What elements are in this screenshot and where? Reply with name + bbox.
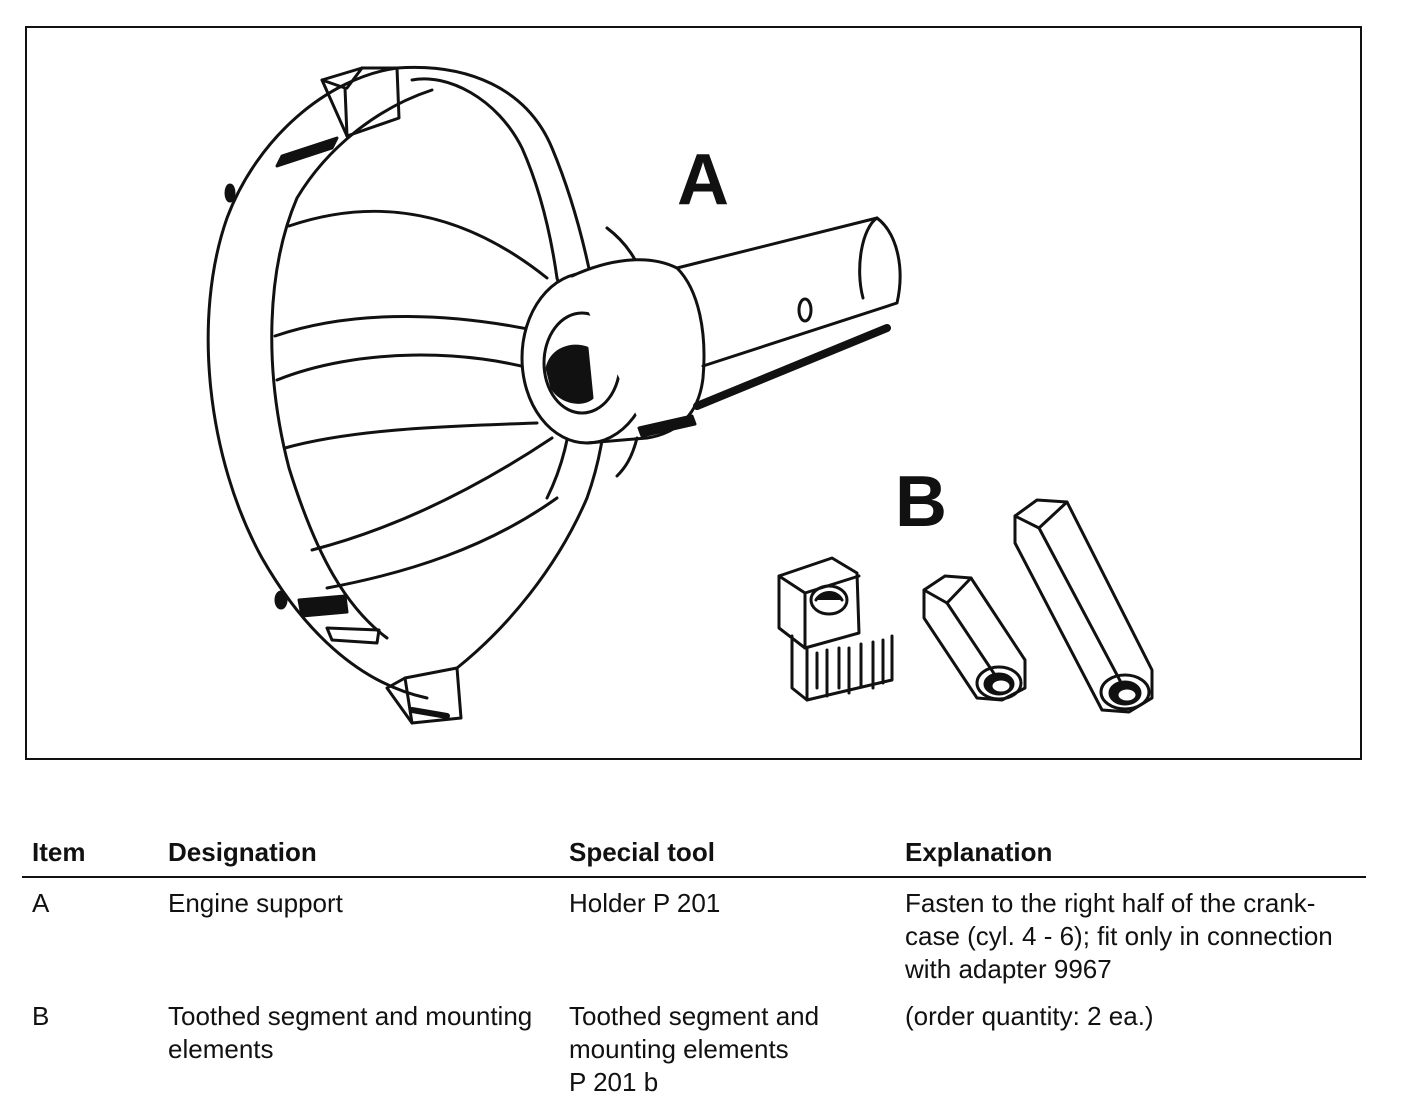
- special-tool-line: Toothed segment and: [569, 1001, 820, 1031]
- header-explanation: Explanation: [905, 837, 1053, 867]
- header-special-tool: Special tool: [569, 837, 715, 867]
- short-hex-spacer: [922, 574, 1027, 702]
- row-explanation: (order quantity: 2 ea.): [905, 1001, 1154, 1031]
- explanation-line: Fasten to the right half of the crank-: [905, 888, 1316, 918]
- explanation-line: with adapter 9967: [905, 954, 1112, 984]
- long-hex-spacer: [1013, 498, 1154, 714]
- special-tool-line: mounting elements: [569, 1034, 789, 1064]
- row-special-tool: Toothed segment and mounting elements P …: [569, 1000, 905, 1099]
- table-row: A Engine support Holder P 201 Fasten to …: [22, 887, 1366, 986]
- header-divider: [22, 876, 1366, 878]
- holder-hub-and-shaft: [520, 216, 902, 445]
- special-tool-line: P 201 b: [569, 1067, 659, 1097]
- table-header-row: Item Designation Special tool Explanatio…: [22, 836, 1366, 876]
- tool-illustration: [206, 65, 1154, 725]
- tool-illustration-frame: A B: [25, 26, 1362, 760]
- row-designation: Engine support: [168, 888, 343, 918]
- row-designation: Toothed segment and mounting elements: [167, 1000, 569, 1066]
- callout-label-a: A: [677, 140, 729, 220]
- designation-line: elements: [168, 1034, 274, 1064]
- row-item: B: [32, 1001, 50, 1031]
- header-item: Item: [32, 837, 86, 867]
- callout-label-b: B: [895, 462, 947, 542]
- designation-line: Toothed segment and mounting: [168, 1001, 533, 1031]
- explanation-line: case (cyl. 4 - 6); fit only in connectio…: [905, 921, 1333, 951]
- header-designation: Designation: [168, 837, 317, 867]
- toothed-segment: [777, 556, 894, 702]
- row-item: A: [32, 888, 50, 918]
- table-row: B Toothed segment and mounting elements …: [22, 1000, 1366, 1099]
- row-special-tool: Holder P 201: [569, 888, 721, 918]
- row-explanation: Fasten to the right half of the crank- c…: [905, 887, 1366, 986]
- special-tools-table: Item Designation Special tool Explanatio…: [22, 836, 1366, 1099]
